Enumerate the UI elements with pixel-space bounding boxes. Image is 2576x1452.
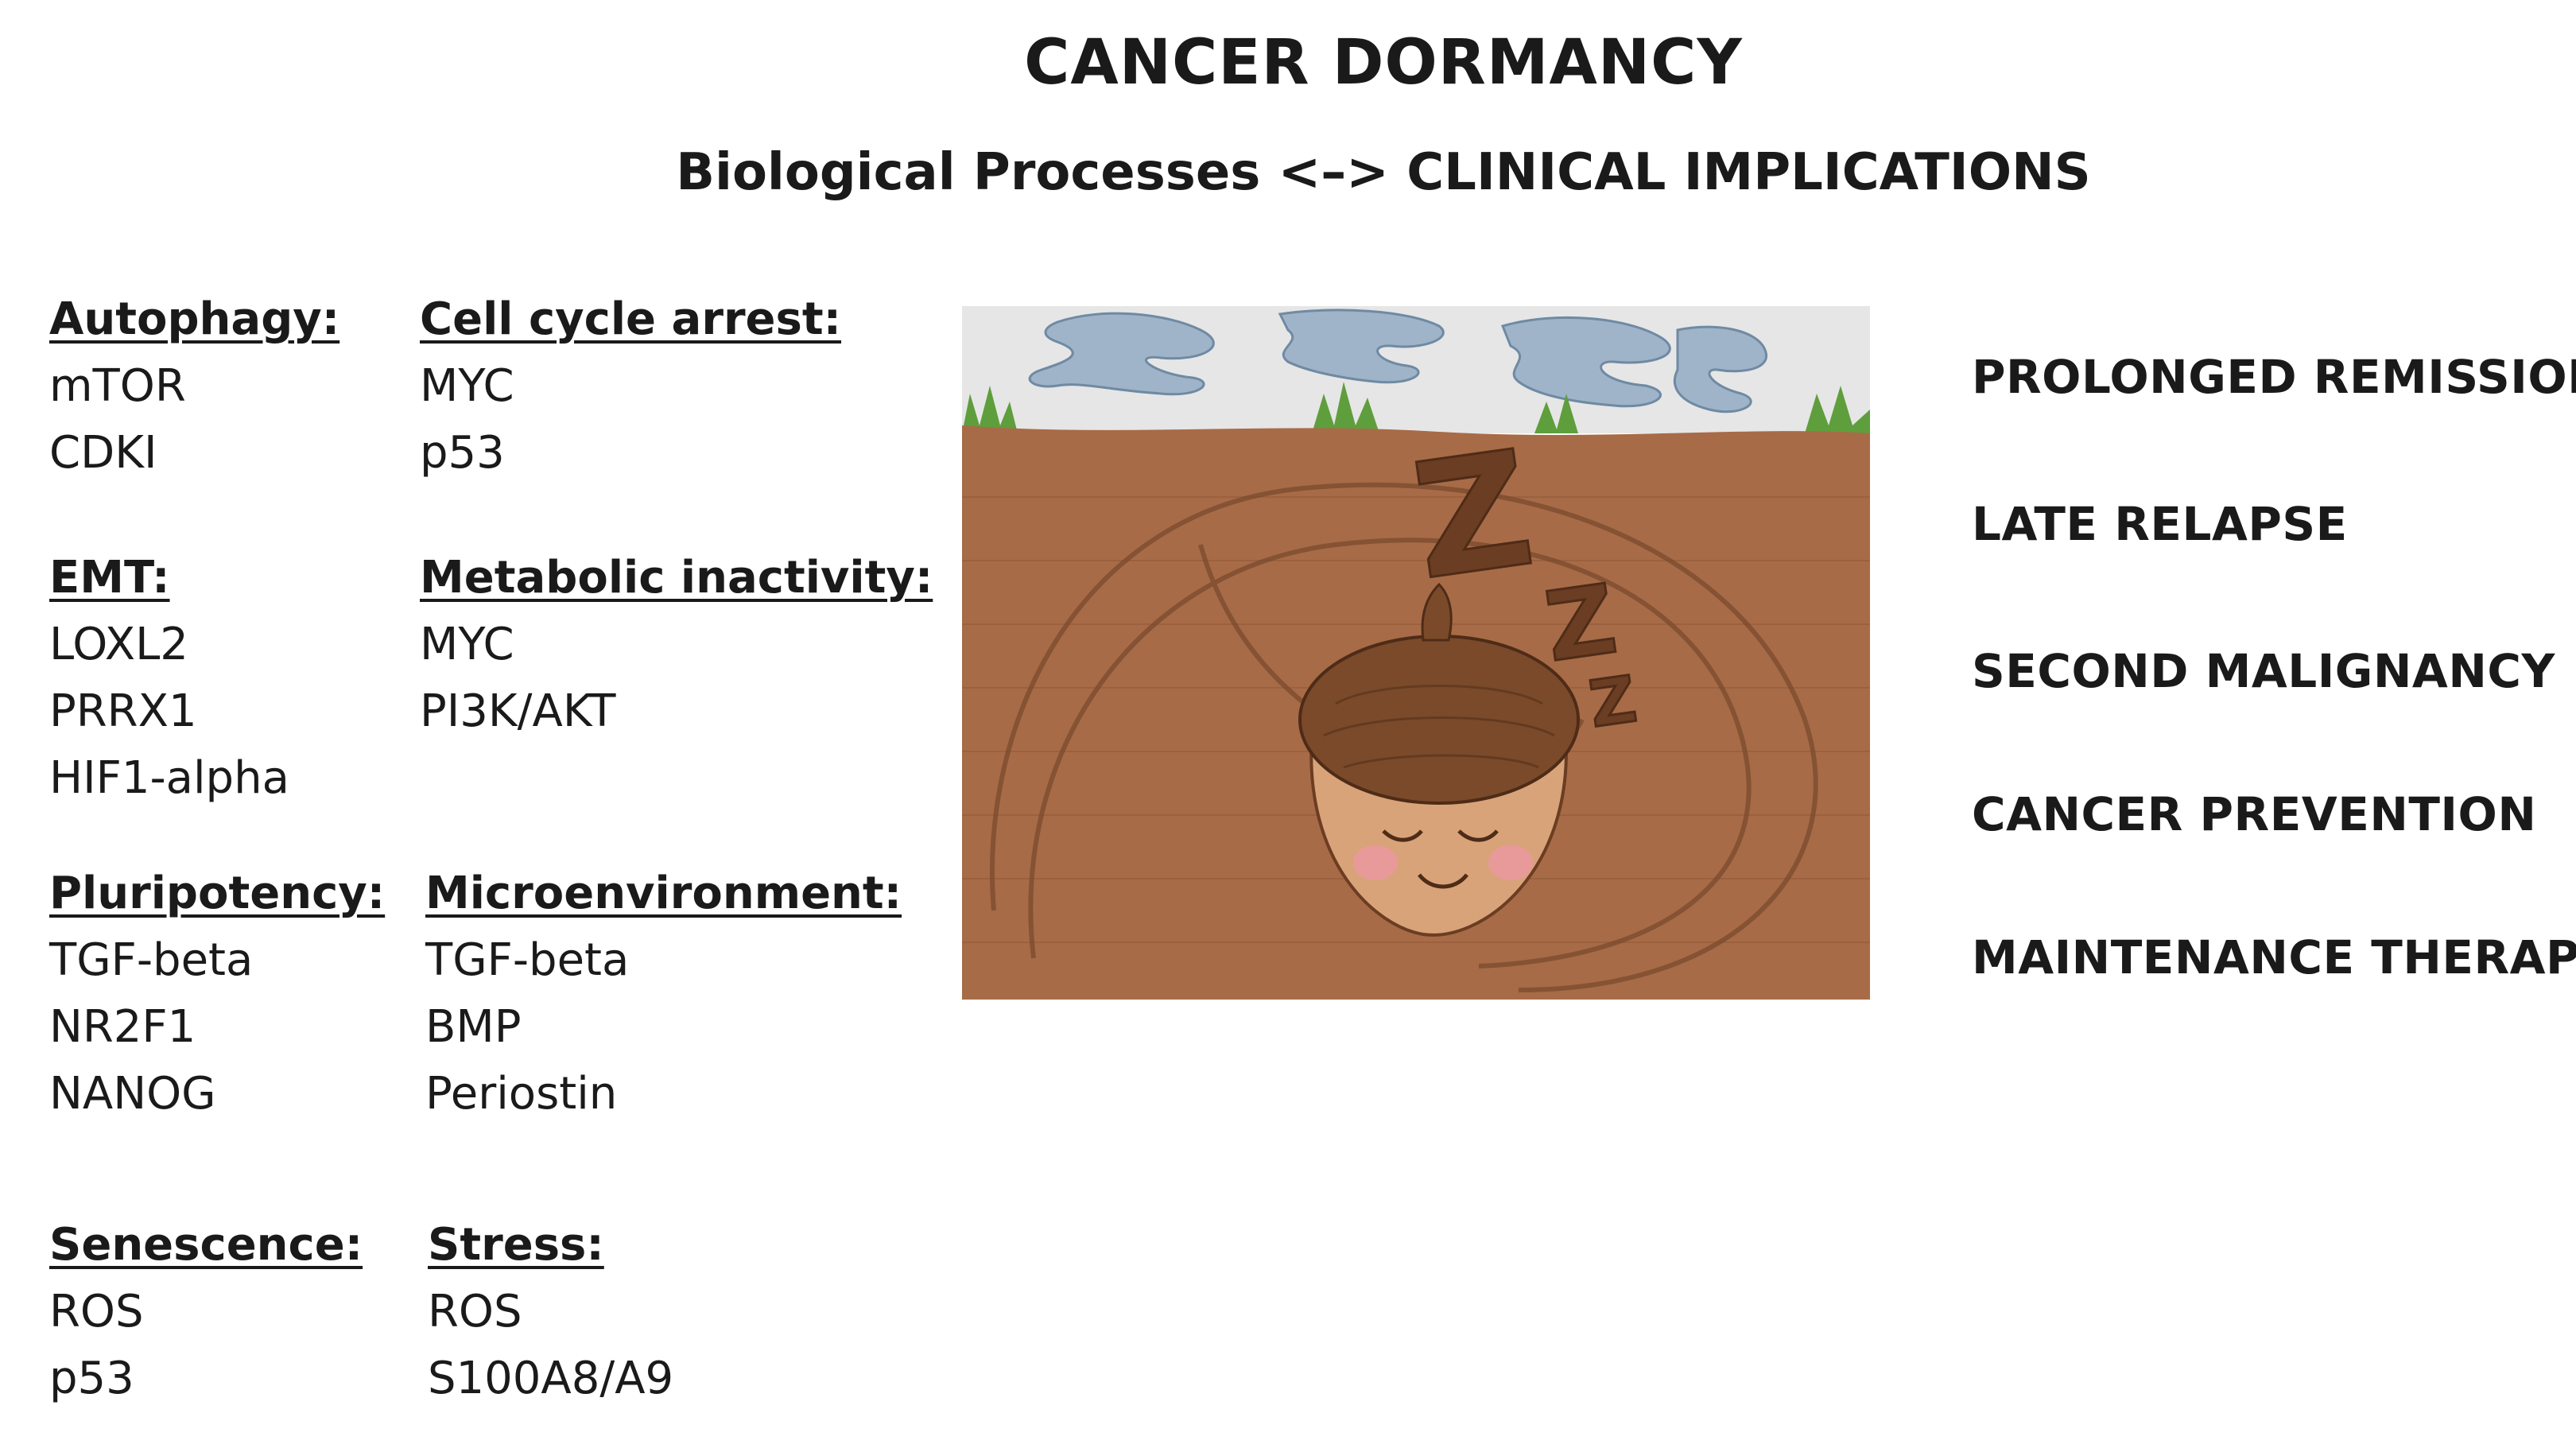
grass-tufts [962, 382, 1870, 433]
implication-cancer-prevention: CANCER PREVENTION [1972, 787, 2537, 841]
process-item: MYC [420, 619, 514, 670]
process-heading: Pluripotency: [49, 868, 386, 919]
process-heading: Cell cycle arrest: [420, 293, 842, 345]
process-group-autophagy: Autophagy: mTOR CDKI [49, 286, 339, 487]
process-item: HIF1-alpha [49, 752, 289, 804]
acorn-stem [1421, 582, 1453, 642]
closed-eye-right [1457, 829, 1499, 842]
process-group-metabolic-inactivity: Metabolic inactivity: MYC PI3K/AKT [420, 545, 933, 745]
cheek-left [1353, 845, 1398, 880]
process-item: BMP [425, 1001, 522, 1053]
process-item: mTOR [49, 360, 186, 412]
acorn-character [1298, 582, 1580, 937]
process-group-stress: Stress: ROS S100A8/A9 [428, 1212, 673, 1412]
smile [1418, 873, 1468, 889]
process-heading: EMT: [49, 552, 170, 604]
implication-maintenance-therapy: MAINTENANCE THERAPY [1972, 930, 2576, 984]
process-item: PRRX1 [49, 685, 197, 737]
process-item: PI3K/AKT [420, 685, 616, 737]
page-subtitle: Biological Processes <–> CLINICAL IMPLIC… [676, 143, 2091, 202]
acorn-cap-texture [1323, 685, 1555, 769]
process-item: S100A8/A9 [428, 1353, 674, 1404]
process-group-microenvironment: Microenvironment: TGF-beta BMP Periostin [425, 860, 902, 1128]
cheek-right [1488, 845, 1533, 880]
z-letter-large: Z [1403, 416, 1543, 615]
z-letter-medium: Z [1539, 565, 1624, 684]
implication-late-relapse: LATE RELAPSE [1972, 497, 2348, 551]
process-item: ROS [428, 1286, 522, 1337]
process-group-emt: EMT: LOXL2 PRRX1 HIF1-alpha [49, 545, 289, 812]
page-title: CANCER DORMANCY [1024, 27, 1743, 99]
process-item: NR2F1 [49, 1001, 196, 1053]
implication-prolonged-remission: PROLONGED REMISSION [1972, 350, 2576, 404]
process-group-senescence: Senescence: ROS p53 [49, 1212, 363, 1412]
process-item: MYC [420, 360, 514, 412]
process-item: ROS [49, 1286, 144, 1337]
implication-second-malignancy: SECOND MALIGNANCY [1972, 644, 2555, 698]
process-item: TGF-beta [425, 934, 630, 986]
process-item: LOXL2 [49, 619, 188, 670]
process-item: TGF-beta [49, 934, 254, 986]
closed-eye-left [1382, 829, 1423, 842]
sleeping-acorn-illustration: Z Z Z [962, 306, 1870, 1000]
process-group-pluripotency: Pluripotency: TGF-beta NR2F1 NANOG [49, 860, 385, 1128]
process-item: p53 [49, 1353, 134, 1404]
process-heading: Stress: [428, 1219, 604, 1271]
process-group-cell-cycle-arrest: Cell cycle arrest: MYC p53 [420, 286, 841, 487]
process-heading: Microenvironment: [425, 868, 902, 919]
acorn-cap [1298, 635, 1580, 805]
process-item: CDKI [49, 427, 157, 479]
process-item: p53 [420, 427, 505, 479]
process-heading: Senescence: [49, 1219, 363, 1271]
process-item: Periostin [425, 1068, 618, 1120]
process-item: NANOG [49, 1068, 216, 1120]
sleep-z-letters: Z Z Z [1402, 415, 1642, 743]
process-heading: Metabolic inactivity: [420, 552, 933, 604]
process-heading: Autophagy: [49, 293, 340, 345]
cloud-shapes [1028, 309, 1768, 413]
